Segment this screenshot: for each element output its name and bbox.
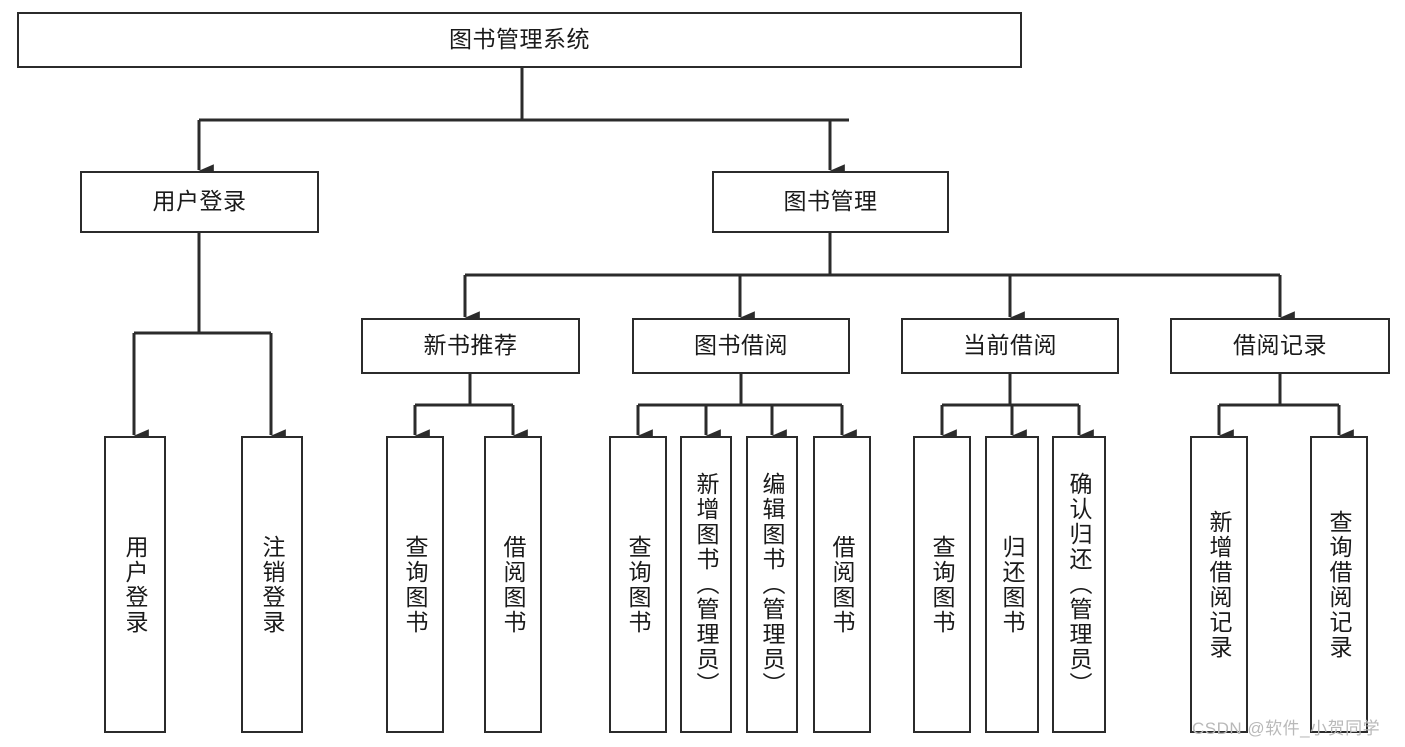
leaf-user-login-label: 用户登录 xyxy=(122,534,149,635)
leaf-user-logout[interactable]: 注销登录 xyxy=(241,436,303,733)
node-borrow-record[interactable]: 借阅记录 xyxy=(1170,318,1390,374)
node-book-borrow-label: 图书借阅 xyxy=(694,332,788,359)
node-root-label: 图书管理系统 xyxy=(449,26,590,53)
leaf-bb-query[interactable]: 查询图书 xyxy=(609,436,667,733)
node-new-book-rec-label: 新书推荐 xyxy=(423,332,518,359)
node-new-book-rec[interactable]: 新书推荐 xyxy=(361,318,580,374)
node-user-login-label: 用户登录 xyxy=(152,188,247,215)
leaf-bb-add-label: 新增图书（管理员） xyxy=(693,472,720,697)
leaf-cb-confirm-label: 确认归还（管理员） xyxy=(1066,472,1093,697)
leaf-cb-return-label: 归还图书 xyxy=(999,534,1026,635)
leaf-nb-borrow[interactable]: 借阅图书 xyxy=(484,436,542,733)
leaf-bb-borrow[interactable]: 借阅图书 xyxy=(813,436,871,733)
leaf-nb-query[interactable]: 查询图书 xyxy=(386,436,444,733)
node-book-borrow[interactable]: 图书借阅 xyxy=(632,318,850,374)
leaf-user-logout-label: 注销登录 xyxy=(259,534,286,635)
node-borrow-record-label: 借阅记录 xyxy=(1233,332,1327,359)
node-book-manage-label: 图书管理 xyxy=(783,188,878,215)
leaf-bb-edit[interactable]: 编辑图书（管理员） xyxy=(746,436,798,733)
leaf-cb-query[interactable]: 查询图书 xyxy=(913,436,971,733)
leaf-cb-return[interactable]: 归还图书 xyxy=(985,436,1039,733)
leaf-bb-edit-label: 编辑图书（管理员） xyxy=(759,472,786,697)
leaf-user-login[interactable]: 用户登录 xyxy=(104,436,166,733)
node-current-borrow-label: 当前借阅 xyxy=(963,332,1057,359)
leaf-cb-confirm[interactable]: 确认归还（管理员） xyxy=(1052,436,1106,733)
leaf-br-add[interactable]: 新增借阅记录 xyxy=(1190,436,1248,733)
leaf-bb-query-label: 查询图书 xyxy=(625,534,652,635)
leaf-nb-query-label: 查询图书 xyxy=(402,534,429,635)
node-current-borrow[interactable]: 当前借阅 xyxy=(901,318,1119,374)
leaf-cb-query-label: 查询图书 xyxy=(929,534,956,635)
leaf-bb-borrow-label: 借阅图书 xyxy=(829,534,856,635)
leaf-br-query[interactable]: 查询借阅记录 xyxy=(1310,436,1368,733)
node-root[interactable]: 图书管理系统 xyxy=(17,12,1022,68)
leaf-br-query-label: 查询借阅记录 xyxy=(1326,509,1353,660)
csdn-watermark: CSDN @软件_小贺同学 xyxy=(1192,719,1381,738)
leaf-br-add-label: 新增借阅记录 xyxy=(1206,509,1233,660)
leaf-nb-borrow-label: 借阅图书 xyxy=(500,534,527,635)
node-book-manage[interactable]: 图书管理 xyxy=(712,171,949,233)
leaf-bb-add[interactable]: 新增图书（管理员） xyxy=(680,436,732,733)
node-user-login[interactable]: 用户登录 xyxy=(80,171,319,233)
